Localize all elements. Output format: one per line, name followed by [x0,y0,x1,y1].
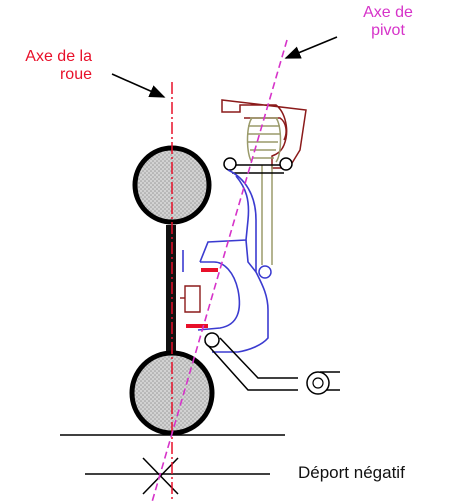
upper-link [223,157,293,174]
wheel-axis-label-line-2: roue [59,66,92,84]
wheel-axis-arrow [111,73,166,98]
knuckle-pivot-joint [258,265,272,279]
lower-arm-outer-joint-inner [312,377,324,389]
lower-arm-outer-joint [306,371,330,395]
pivot-axis-label: Axe de pivot [352,4,424,41]
pivot-axis-arrow [284,36,338,59]
wheel-axis-label-line-1: Axe de la [25,48,92,65]
brake-caliper [180,285,201,313]
upper-link-left-joint [223,157,237,171]
wheel-axis-label: Axe de la roue [6,48,92,85]
pivot-axis-label-line-2: pivot [371,22,405,40]
wheel-rim [166,225,176,365]
upper-link-right-joint [279,157,293,171]
spring-strut [246,117,282,265]
pivot-axis-label-line-1: Axe de [363,4,413,21]
steering-knuckle [182,169,269,353]
pivot-axis-line [151,39,288,502]
lower-arm-inner-joint [204,332,220,348]
lower-control-arm [204,337,340,391]
negative-offset-label: Déport négatif [298,463,405,482]
